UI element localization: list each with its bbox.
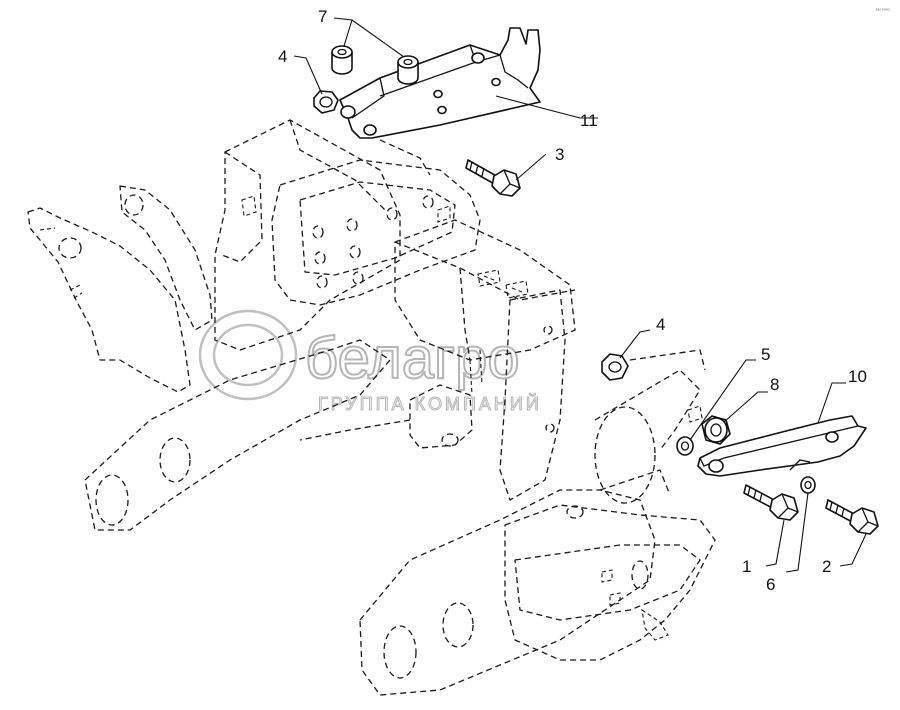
part-6-washer [800,476,816,494]
part-10-plate [697,415,867,477]
part-5-washer [676,436,694,456]
corner-code: ₑᵢᵤ ₒₒₒₒ [876,6,890,12]
callout-10: 10 [848,367,867,386]
watermark: белагро ГРУППА КОМПАНИЙ [198,309,542,415]
callout-4-upper: 4 [278,47,287,66]
callout-5: 5 [761,345,770,364]
part-1-bolt [743,484,799,521]
callout-3: 3 [555,145,564,164]
callout-2: 2 [822,557,831,576]
callout-11: 11 [580,111,598,130]
watermark-brand: белагро [305,326,520,391]
part-7-bushing-right [397,55,419,85]
callout-numbers: 7 4 11 3 4 5 8 10 1 6 2 [278,7,867,594]
part-4-nut-upper [313,90,339,114]
watermark-tagline: ГРУППА КОМПАНИЙ [318,393,542,414]
part-7-bushing-left [331,45,353,75]
frame-outline [27,119,716,696]
part-2-bolt [825,499,879,535]
callout-7: 7 [318,7,327,26]
callout-6: 6 [766,575,775,594]
part-8-bushing [701,415,731,445]
callout-8: 8 [770,375,779,394]
callout-1: 1 [742,557,751,576]
callout-4-lower: 4 [656,315,665,334]
part-3-bolt [465,159,521,197]
part-4-nut-lower [601,353,629,381]
leader-lines [293,17,867,573]
part-11-plate [339,27,541,139]
